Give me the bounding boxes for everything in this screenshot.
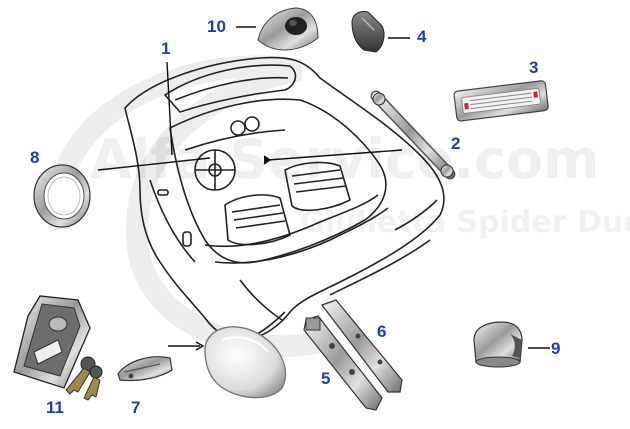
part-11-lock-with-keys [13,295,103,401]
part-4-knob [351,11,385,53]
part-6-trim-strip [321,299,403,393]
callout-7: 7 [131,398,141,417]
watermark-swirl [47,55,333,358]
part-lens [204,326,287,399]
part-5-hinge-bracket [303,315,383,411]
part-2-grab-handle [370,90,456,180]
part-7-small-lamp [117,356,173,382]
callout-10: 10 [207,17,226,36]
callout-6: 6 [377,322,387,341]
arrowhead-2 [263,155,272,165]
callout-5: 5 [321,369,331,388]
callout-2: 2 [451,134,461,153]
part-3-chrome-panel [453,80,549,122]
part-8-bezel-ring [33,164,91,228]
arrowhead-lens [195,341,205,351]
part-9-chrome-cup [473,321,523,368]
leader-8 [97,157,211,171]
part-10-dome-cover [257,7,319,51]
watermark-line-2: Giulietta Spider Duetto [300,205,630,240]
leader-lines [97,26,550,351]
callout-3: 3 [529,58,539,77]
callout-11: 11 [46,398,64,417]
callout-1: 1 [161,39,171,58]
leader-2 [267,149,403,161]
callout-4: 4 [417,27,427,46]
callout-8: 8 [30,148,40,167]
car-outline-drawing [124,56,445,342]
leader-1 [166,61,173,156]
callout-9: 9 [551,339,561,358]
